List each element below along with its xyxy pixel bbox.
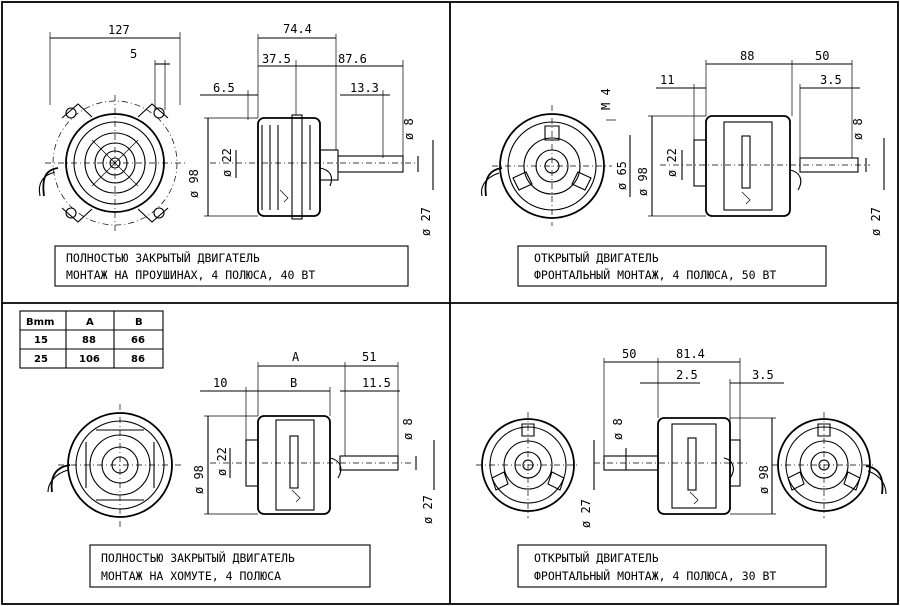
panel-bottom-right: 50 81.4 2.5 3.5 ø 8 ø 98 ø 27 ОТКРЫТЫЙ Д… [476,347,887,588]
dim-shaft-diameter: ø 8 [851,118,865,140]
front-view-lug-motor [38,95,185,232]
table-cell: 86 [131,354,145,365]
dim-shaft-diameter: ø 8 [401,418,415,440]
dim-mount-diameter: ø 27 [579,499,593,528]
dim-a: A [292,350,300,364]
front-view-clamp-motor [47,404,182,527]
dimension-table: Bmm A B 15 88 66 25 106 86 [19,310,164,369]
caption-line-2: ФРОНТАЛЬНЫЙ МОНТАЖ, 4 ПОЛЮСА, 30 ВТ [534,568,776,583]
front-view-open-motor-30w [476,412,580,518]
dim-shaft-length: 50 [622,347,636,361]
caption-line-1: ОТКРЫТЫЙ ДВИГАТЕЛЬ [534,250,659,265]
dim-body-length: 74.4 [283,22,312,36]
panel-top-left: 127 5 74.4 37.5 87.6 6.5 13.3 [38,22,434,287]
side-view-open-motor-50w [660,115,870,217]
table-cell: 66 [131,335,145,346]
caption-line-1: ПОЛНОСТЬЮ ЗАКРЫТЫЙ ДВИГАТЕЛЬ [66,250,260,265]
caption-line-2: МОНТАЖ НА ПРОУШИНАХ, 4 ПОЛЮСА, 40 ВТ [66,268,315,282]
caption-box [517,245,827,287]
dim-rear-step: 3.5 [752,368,774,382]
caption-box [54,245,409,287]
table-cell: 25 [34,354,48,365]
dim-shaft-diameter: ø 8 [611,418,625,440]
panel-top-right: M 4 ø 65 88 50 11 3.5 ø 98 ø 22 [480,49,885,287]
side-view-clamp-motor [210,415,414,515]
table-cell: 106 [79,354,100,365]
dim-front-offset: 10 [213,376,227,390]
dim-body-diameter: ø 98 [636,167,650,196]
dim-overall-width: 127 [108,23,130,37]
table-header-a: A [86,317,94,328]
dim-front-step: 2.5 [676,368,698,382]
dim-hub-diameter: ø 22 [215,447,229,476]
dim-hub-diameter: ø 22 [220,148,234,177]
dim-thread: M 4 [599,88,613,110]
side-view-open-motor-30w [594,417,750,515]
caption-box [89,544,371,588]
dim-mount-diameter: ø 27 [869,207,883,236]
dim-body-length: 88 [740,49,754,63]
front-view-open-motor-50w [480,105,612,226]
dim-lug-thickness: 5 [130,47,137,61]
dim-lug-offset: 37.5 [262,52,291,66]
table-cell: 88 [82,335,96,346]
dim-b: B [290,376,297,390]
side-view-lug-motor [210,114,415,220]
table-header-b: Bmm [26,317,54,328]
dim-body-diameter: ø 98 [757,465,771,494]
caption-box [517,544,827,588]
dim-shaft-step: 3.5 [820,73,842,87]
table-cell: 15 [34,335,48,346]
dim-shaft-step: 11.5 [362,376,391,390]
dim-body-diameter: ø 98 [187,169,201,198]
dim-shaft-length: 50 [815,49,829,63]
caption-line-1: ПОЛНОСТЬЮ ЗАКРЫТЫЙ ДВИГАТЕЛЬ [101,550,295,565]
dim-shaft-end: 87.6 [338,52,367,66]
dim-mount-diameter: ø 27 [421,495,435,524]
dim-body-length: 81.4 [676,347,705,361]
caption-line-2: МОНТАЖ НА ХОМУТЕ, 4 ПОЛЮСА [101,569,281,583]
dim-front-offset: 11 [660,73,674,87]
dim-front-offset: 6.5 [213,81,235,95]
dim-shaft-length: 51 [362,350,376,364]
panel-bottom-left: Bmm A B 15 88 66 25 106 86 [19,310,435,588]
dim-bolt-circle: ø 65 [615,161,629,190]
dim-shaft-step: 13.3 [350,81,379,95]
dim-shaft-diameter: ø 8 [402,118,416,140]
table-header-col-b: B [135,317,143,328]
dim-body-diameter: ø 98 [192,465,206,494]
dim-hub-diameter: ø 22 [665,148,679,177]
caption-line-1: ОТКРЫТЫЙ ДВИГАТЕЛЬ [534,550,659,565]
dim-mount-diameter: ø 27 [419,207,433,236]
rear-view-open-motor-30w [772,412,887,518]
caption-line-2: ФРОНТАЛЬНЫЙ МОНТАЖ, 4 ПОЛЮСА, 50 ВТ [534,267,776,282]
